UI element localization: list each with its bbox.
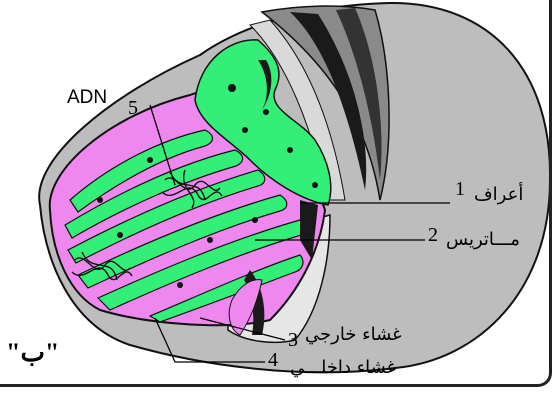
label-3-text: غشاء خارجي (305, 326, 402, 344)
label-3-number: 3 (288, 330, 298, 350)
dna-label: ADN (67, 88, 107, 107)
label-1-text: أعراف (474, 186, 523, 204)
label-4-text: غشاء داخلـــي (290, 359, 396, 377)
label-4-number: 4 (268, 350, 278, 370)
label-1-number: 1 (455, 179, 465, 199)
label-2-number: 2 (428, 225, 438, 245)
label-5-number: 5 (128, 98, 138, 118)
label-2-text: مـــاتريس (446, 231, 520, 249)
panel-label: "ب" (6, 340, 59, 366)
